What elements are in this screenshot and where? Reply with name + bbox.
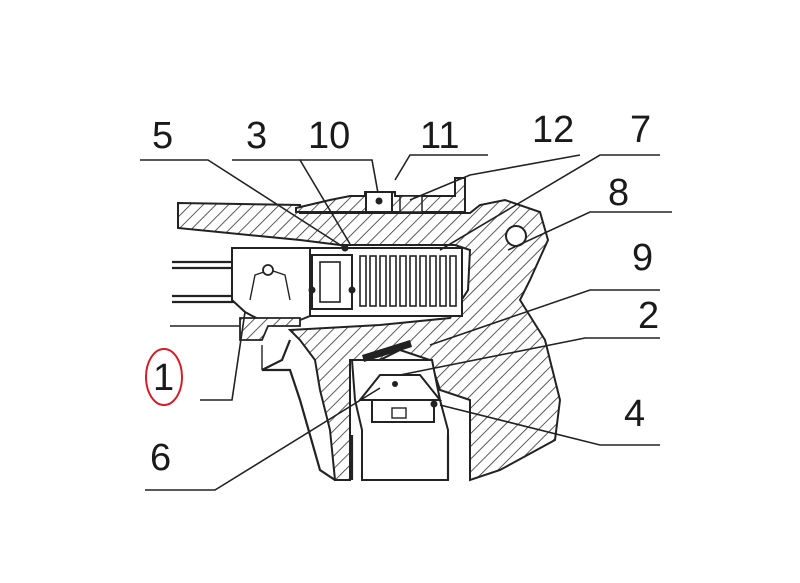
valve-piston	[311, 254, 353, 310]
callout-1-highlight-circle	[145, 348, 183, 406]
callout-3: 3	[246, 115, 267, 157]
grip-outline	[261, 339, 336, 481]
callout-7: 7	[630, 109, 651, 151]
trigger-stem	[357, 374, 443, 401]
callout-labels: 5 3 10 11 12 7 8 9 2 4 6 1	[145, 109, 659, 479]
trigger-pad	[371, 399, 435, 423]
compression-spring	[359, 255, 457, 307]
slide-insert	[399, 195, 423, 213]
callout-9: 9	[632, 237, 653, 279]
leader-lines	[140, 154, 672, 491]
callout-8: 8	[608, 172, 629, 214]
callout-2: 2	[638, 295, 659, 337]
callout-11: 11	[420, 115, 459, 157]
callout-5: 5	[152, 115, 173, 157]
callout-6: 6	[150, 437, 171, 479]
coupling	[231, 247, 311, 321]
callout-12: 12	[532, 109, 574, 151]
callout-4: 4	[624, 393, 645, 435]
callout-1: 1	[153, 357, 174, 399]
callout-10: 10	[308, 115, 350, 157]
pivot-pin	[375, 197, 383, 205]
collar	[239, 317, 301, 341]
trigger-seal	[362, 340, 412, 362]
